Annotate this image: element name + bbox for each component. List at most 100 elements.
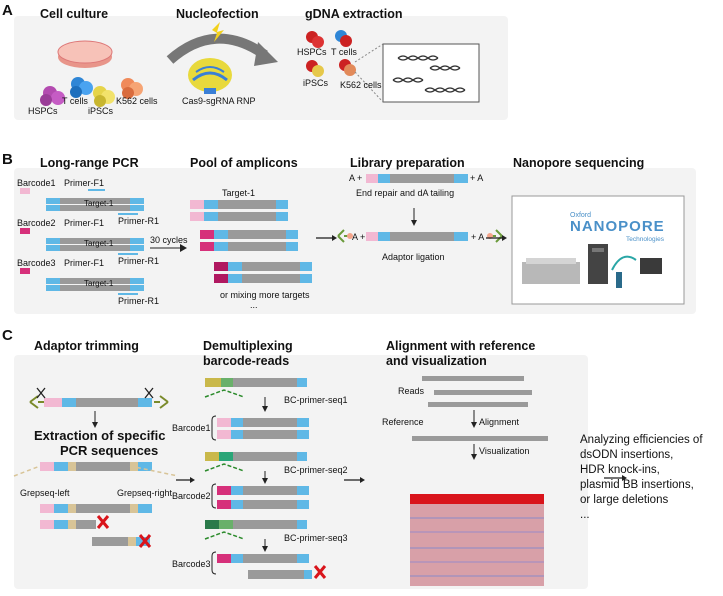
primer-r1-label-3: Primer-R1 xyxy=(118,296,160,306)
c-barcode2-label: Barcode2 xyxy=(172,491,211,501)
demux-title-2: barcode-reads xyxy=(203,354,290,368)
gdna-k562-label: K562 cells xyxy=(340,80,382,90)
target1-inline-2: Target-1 xyxy=(84,239,114,248)
target1-inline-1: Target-1 xyxy=(84,199,114,208)
k562-cells-icon xyxy=(121,78,143,99)
cas9-rnp-icon xyxy=(188,58,232,94)
visualization-step-label: Visualization xyxy=(479,446,530,456)
pool-of-amplicons-title: Pool of amplicons xyxy=(190,156,298,170)
c-barcode1-label: Barcode1 xyxy=(172,423,211,433)
trim-amplicon xyxy=(29,395,169,409)
target1-inline-3: Target-1 xyxy=(84,279,114,288)
technologies-text: Technologies xyxy=(626,236,664,243)
barcode1-label: Barcode1 xyxy=(17,178,56,188)
gdna-tcells-label: T cells xyxy=(331,47,357,57)
primer-f1-label-3: Primer-F1 xyxy=(64,258,104,268)
alignment-title-2: and visualization xyxy=(386,354,487,368)
ipscs-label: iPSCs xyxy=(88,106,114,116)
ligated-amplicon xyxy=(366,232,468,241)
k562-label: K562 cells xyxy=(116,96,158,106)
c-barcode3-label: Barcode3 xyxy=(172,559,211,569)
reads-label: Reads xyxy=(398,386,425,396)
ipscs-cells-icon xyxy=(93,86,115,107)
adaptor-right-icon xyxy=(487,229,503,243)
hspcs-cells-icon xyxy=(40,86,65,106)
rnp-label: Cas9-sgRNA RNP xyxy=(182,96,256,106)
barcode3-label: Barcode3 xyxy=(17,258,56,268)
primer-r1-label-2: Primer-R1 xyxy=(118,256,160,266)
primer-f1-label-2: Primer-F1 xyxy=(64,218,104,228)
panel-label-b: B xyxy=(2,151,13,168)
extracted-reads xyxy=(40,504,152,546)
bc-primer-seq3-label: BC-primer-seq3 xyxy=(284,533,348,543)
final-line-1: Analyzing efficiencies of xyxy=(580,434,703,446)
petri-dish-icon xyxy=(57,40,113,68)
sequencer-device-icon xyxy=(522,244,662,288)
grepseq-amplicon xyxy=(13,462,179,477)
tcells-label: T cells xyxy=(62,96,88,106)
nanopore-logo: NANOPORE xyxy=(570,218,665,235)
grepseq-left-label: Grepseq-left xyxy=(20,488,70,498)
pool-ellipsis: ... xyxy=(250,300,258,310)
final-line-2: dsODN insertions, xyxy=(580,449,674,461)
final-line-3: HDR knock-ins, xyxy=(580,464,660,476)
panel-label-a: A xyxy=(2,2,13,19)
final-line-5: or large deletions xyxy=(580,494,669,506)
demux-reads xyxy=(204,378,312,579)
gdna-cells-icon xyxy=(306,30,356,77)
gdna-extraction-title: gDNA extraction xyxy=(305,7,403,21)
plus-a-label: + A xyxy=(470,173,484,183)
extraction-title-1: Extraction of specific xyxy=(34,428,166,443)
bc-primer-seq2-label: BC-primer-seq2 xyxy=(284,465,348,475)
grepseq-right-label: Grepseq-right xyxy=(117,488,173,498)
red-x-icon-demux xyxy=(313,565,327,579)
red-x-icon xyxy=(96,515,152,548)
library-preparation-title: Library preparation xyxy=(350,156,465,170)
a-plus-label: A + xyxy=(349,173,363,183)
gdna-ipscs-label: iPSCs xyxy=(303,78,329,88)
nucleofection-curved-arrow xyxy=(166,33,268,64)
primer-r1-label-1: Primer-R1 xyxy=(118,216,160,226)
demux-title-1: Demultiplexing xyxy=(203,339,293,353)
barcode-brackets xyxy=(211,415,217,575)
lightning-bolt-icon xyxy=(212,22,224,42)
nucleofection-title: Nucleofection xyxy=(176,7,259,21)
mixing-targets-label: or mixing more targets xyxy=(220,290,310,300)
plus-a-label-2: + A xyxy=(471,232,485,242)
pcr-template-1 xyxy=(20,188,144,215)
barcode2-label: Barcode2 xyxy=(17,218,56,228)
extraction-title-2: PCR sequences xyxy=(60,443,159,458)
alignment-title-1: Alignment with reference xyxy=(386,339,536,353)
bc-primer-seq1-label: BC-primer-seq1 xyxy=(284,395,348,405)
end-repair-label: End repair and dA tailing xyxy=(356,188,455,198)
a-plus-label-2: A + xyxy=(352,232,366,242)
target1-label: Target-1 xyxy=(222,188,256,198)
adaptor-trimming-title: Adaptor trimming xyxy=(34,339,139,353)
gdna-hspcs-label: HSPCs xyxy=(297,47,327,57)
primer-f1-label-1: Primer-F1 xyxy=(64,178,104,188)
dna-box xyxy=(382,43,480,103)
dna-helix-icons xyxy=(392,55,466,93)
long-range-pcr-title: Long-range PCR xyxy=(40,156,139,170)
pcr-template-2 xyxy=(20,228,144,255)
pcr-template-3 xyxy=(20,268,144,295)
read-bars xyxy=(412,376,548,441)
alignment-visualization-heatmap xyxy=(410,494,544,586)
tcells-icon xyxy=(70,77,93,98)
nanopore-box xyxy=(511,195,685,305)
nanopore-sequencing-title: Nanopore sequencing xyxy=(513,156,645,170)
panel-label-c: C xyxy=(2,327,13,344)
hspcs-label: HSPCs xyxy=(28,106,58,116)
end-repair-amplicon xyxy=(366,174,468,183)
adaptor-left-icon xyxy=(337,229,353,243)
cycles-label: 30 cycles xyxy=(150,235,188,245)
final-line-6: ... xyxy=(580,509,590,521)
adaptor-ligation-label: Adaptor ligation xyxy=(382,252,445,262)
final-text: Analyzing efficiencies of dsODN insertio… xyxy=(580,433,703,523)
scissors-icon xyxy=(36,387,154,399)
oxford-text: Oxford xyxy=(570,212,592,219)
amplicon-pool xyxy=(190,200,312,283)
final-line-4: plasmid BB insertions, xyxy=(580,479,694,491)
alignment-step-label: Alignment xyxy=(479,417,520,427)
